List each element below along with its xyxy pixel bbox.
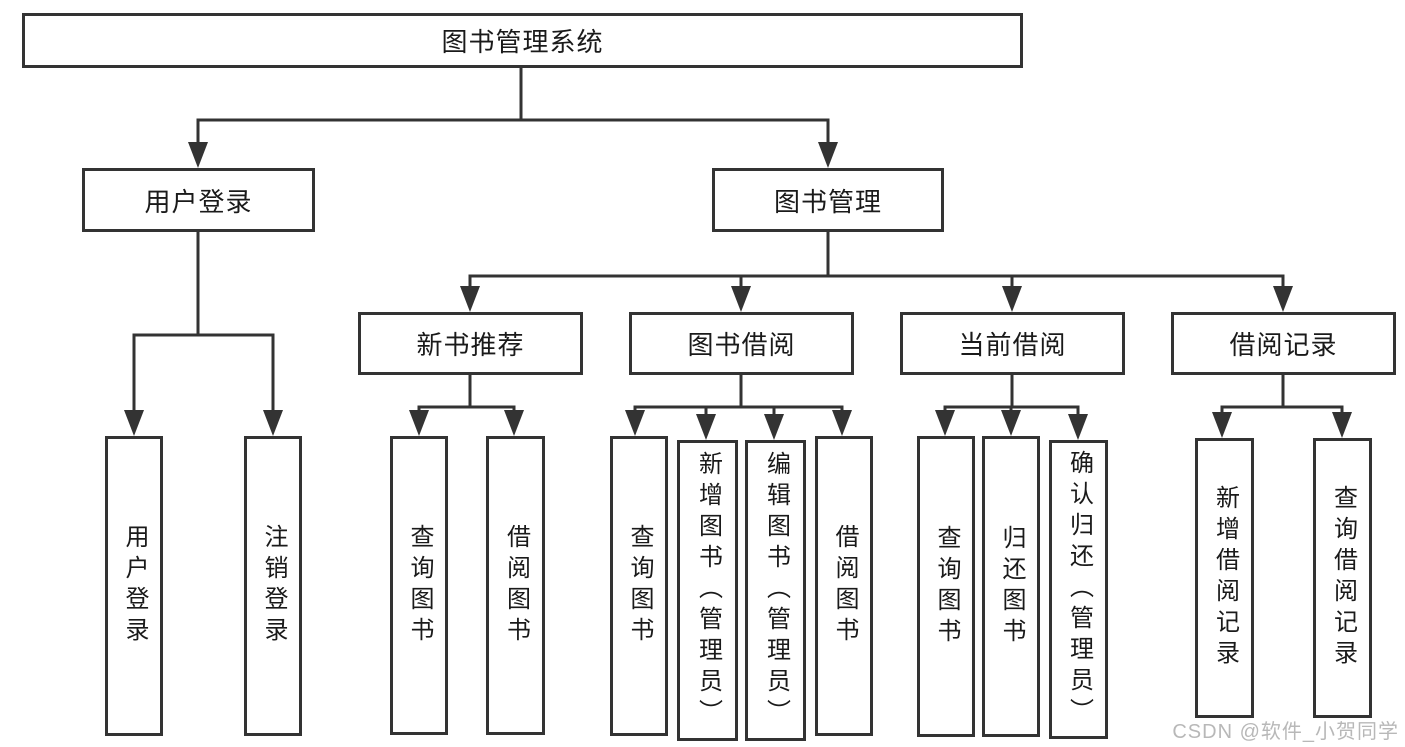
- node-leaf-add-borrow-record: 新增借阅记录: [1195, 438, 1254, 718]
- node-label: 图书管理: [773, 186, 882, 217]
- arrowhead-icon: [1001, 410, 1021, 436]
- node-label: 图书借阅: [687, 330, 796, 360]
- node-new-book-recommendation: 新书推荐: [358, 312, 583, 375]
- node-library-system: 图书管理系统: [22, 13, 1023, 68]
- node-label: 查询图书: [626, 524, 653, 648]
- node-label: 图书管理系统: [441, 27, 604, 57]
- arrowhead-icon: [1002, 286, 1022, 312]
- arrowhead-icon: [731, 286, 751, 312]
- node-label: 编辑图书（管理员）: [762, 451, 790, 730]
- node-leaf-confirm-return-admin: 确认归还（管理员）: [1049, 440, 1108, 739]
- node-label: 用户登录: [144, 186, 253, 217]
- node-leaf-add-books-admin: 新增图书（管理员）: [677, 440, 738, 741]
- node-label: 新增借阅记录: [1211, 485, 1239, 671]
- arrowhead-icon: [696, 414, 716, 440]
- arrowhead-icon: [504, 410, 524, 436]
- arrowhead-icon: [1068, 414, 1088, 440]
- arrowhead-icon: [409, 410, 429, 436]
- arrowhead-icon: [460, 286, 480, 312]
- node-label: 归还图书: [998, 524, 1025, 649]
- node-label: 借阅记录: [1229, 330, 1338, 360]
- node-label: 新书推荐: [416, 330, 525, 360]
- arrowhead-icon: [764, 414, 784, 440]
- arrowhead-icon: [832, 410, 852, 436]
- node-label: 确认归还（管理员）: [1065, 450, 1093, 729]
- node-label: 当前借阅: [958, 330, 1067, 360]
- arrowhead-icon: [818, 142, 838, 168]
- node-leaf-user-login: 用户登录: [105, 436, 163, 736]
- node-current-borrowing: 当前借阅: [900, 312, 1125, 375]
- arrowhead-icon: [124, 410, 144, 436]
- arrowhead-icon: [1212, 412, 1232, 438]
- arrowhead-icon: [1273, 286, 1293, 312]
- arrowhead-icon: [625, 410, 645, 436]
- node-leaf-logout: 注销登录: [244, 436, 302, 736]
- node-label: 查询图书: [933, 524, 960, 649]
- node-leaf-query-books-cu: 查询图书: [917, 436, 975, 737]
- node-book-borrowing: 图书借阅: [629, 312, 854, 375]
- node-label: 查询图书: [406, 523, 433, 648]
- arrowhead-icon: [935, 410, 955, 436]
- node-book-management: 图书管理: [712, 168, 944, 232]
- arrowhead-icon: [1332, 412, 1352, 438]
- node-user-login-branch: 用户登录: [82, 168, 315, 232]
- node-label: 借阅图书: [502, 523, 530, 648]
- watermark: CSDN @软件_小贺同学: [1172, 721, 1399, 743]
- node-label: 查询借阅记录: [1329, 485, 1357, 671]
- node-leaf-query-borrow-record: 查询借阅记录: [1313, 438, 1372, 718]
- node-leaf-return-books: 归还图书: [982, 436, 1040, 737]
- node-label: 新增图书（管理员）: [694, 451, 722, 730]
- arrowhead-icon: [188, 142, 208, 168]
- node-leaf-borrow-books-nb: 借阅图书: [486, 436, 545, 735]
- node-leaf-edit-books-admin: 编辑图书（管理员）: [745, 440, 806, 741]
- node-leaf-query-books-nb: 查询图书: [390, 436, 448, 735]
- arrowhead-icon: [263, 410, 283, 436]
- node-leaf-borrow-books-bw: 借阅图书: [815, 436, 873, 736]
- node-label: 注销登录: [260, 524, 287, 648]
- node-leaf-query-books-bw: 查询图书: [610, 436, 668, 736]
- node-label: 用户登录: [121, 524, 148, 648]
- node-label: 借阅图书: [831, 524, 858, 648]
- node-borrowing-records: 借阅记录: [1171, 312, 1396, 375]
